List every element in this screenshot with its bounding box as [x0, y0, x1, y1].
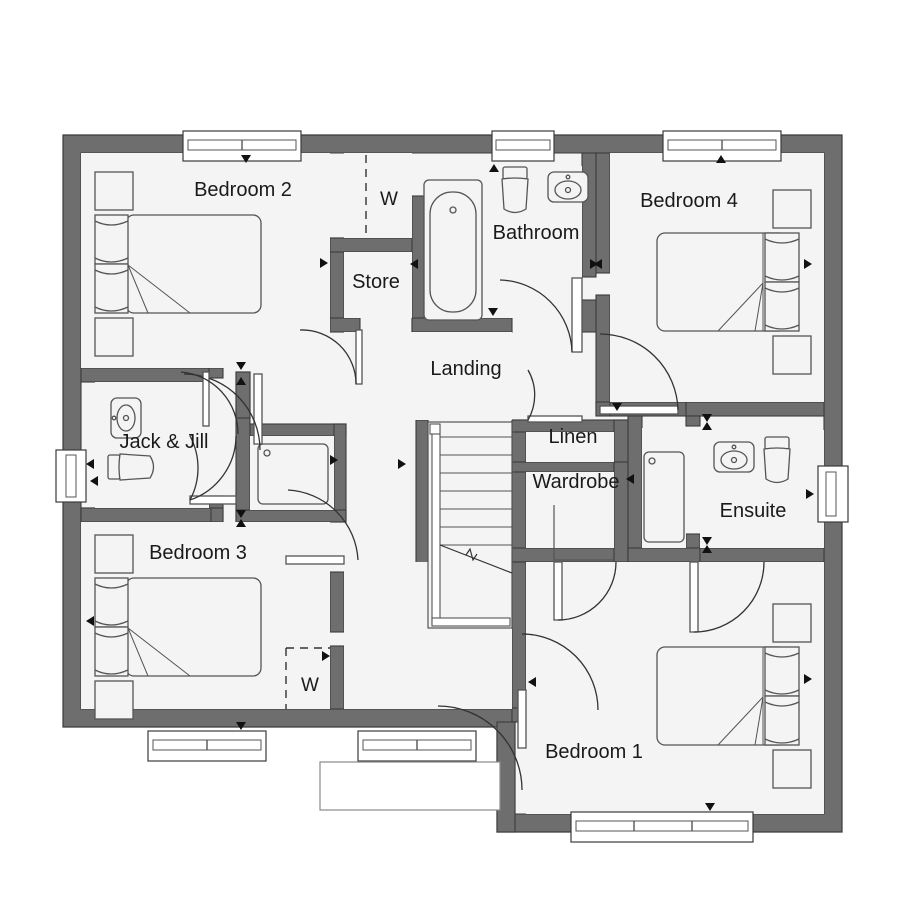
windows [55, 130, 849, 843]
bed-bedroom1 [656, 646, 800, 746]
room-labels: Bedroom 2 Bedroom 4 Bedroom 3 Bedroom 1 … [120, 179, 787, 763]
bed-bedroom3 [94, 577, 262, 677]
sink-bathroom [547, 171, 589, 203]
furniture [94, 166, 812, 789]
label-bedroom3: Bedroom 3 [149, 542, 247, 564]
bedside-table-bedroom1-top [772, 603, 812, 643]
sink-ensuite [713, 441, 755, 473]
label-jack-and-jill: Jack & Jill [120, 431, 209, 453]
door-ensuite [689, 561, 765, 633]
window-bedroom4 [662, 130, 782, 163]
window-landing [357, 730, 477, 762]
bedside-table-bedroom3-top [94, 534, 134, 574]
window-jackjill [55, 449, 98, 503]
direction-markers [86, 258, 812, 687]
bedside-table-bedroom4-top [772, 189, 812, 229]
label-bedroom1: Bedroom 1 [545, 741, 643, 763]
label-wardrobe-bedroom2: W [380, 189, 398, 210]
wardrobe-bed3-outline [285, 647, 330, 709]
shower-jackjill [257, 443, 329, 505]
label-ensuite: Ensuite [720, 500, 787, 522]
window-bathroom [489, 130, 555, 172]
label-store: Store [352, 271, 400, 293]
bathtub [423, 179, 483, 321]
door-linen [527, 369, 583, 423]
bedside-table-bedroom1-bottom [772, 749, 812, 789]
label-wardrobe-bedroom3: W [301, 675, 319, 696]
door-jackjill-1 [180, 371, 239, 435]
porch-canopy [319, 761, 501, 811]
label-landing: Landing [430, 358, 501, 380]
label-bedroom4: Bedroom 4 [640, 190, 738, 212]
door-bathroom [499, 277, 583, 353]
bedside-table-bedroom2-bottom [94, 317, 134, 357]
shower-ensuite [643, 451, 685, 543]
door-bedroom1 [437, 633, 599, 791]
staircase [427, 421, 513, 629]
label-bathroom: Bathroom [493, 222, 580, 244]
window-ensuite [806, 465, 849, 523]
bedside-table-bedroom4-bottom [772, 335, 812, 375]
toilet-bathroom [501, 166, 529, 214]
bedside-table-bedroom3-bottom [94, 680, 134, 720]
label-linen: Linen [549, 426, 598, 448]
door-store [299, 329, 363, 385]
wardrobe-door-fold [553, 505, 614, 561]
window-bedroom1 [570, 803, 754, 843]
label-wardrobe: Wardrobe [532, 471, 619, 493]
toilet-jackjill [107, 453, 155, 481]
window-bedroom2 [182, 130, 302, 163]
toilet-ensuite [763, 436, 791, 484]
bed-bedroom4 [656, 232, 800, 332]
window-bedroom3 [147, 722, 267, 762]
door-wardrobe [553, 561, 617, 621]
bed-bedroom2 [94, 214, 262, 314]
bedside-table-bedroom2-top [94, 171, 134, 211]
door-jackjill-2 [189, 435, 237, 505]
wardrobe-outlines [285, 155, 367, 709]
doors [180, 277, 765, 791]
door-bedroom4 [599, 333, 679, 415]
sink-jackjill [110, 397, 142, 439]
door-bedroom3 [285, 489, 359, 565]
label-bedroom2: Bedroom 2 [194, 179, 292, 201]
